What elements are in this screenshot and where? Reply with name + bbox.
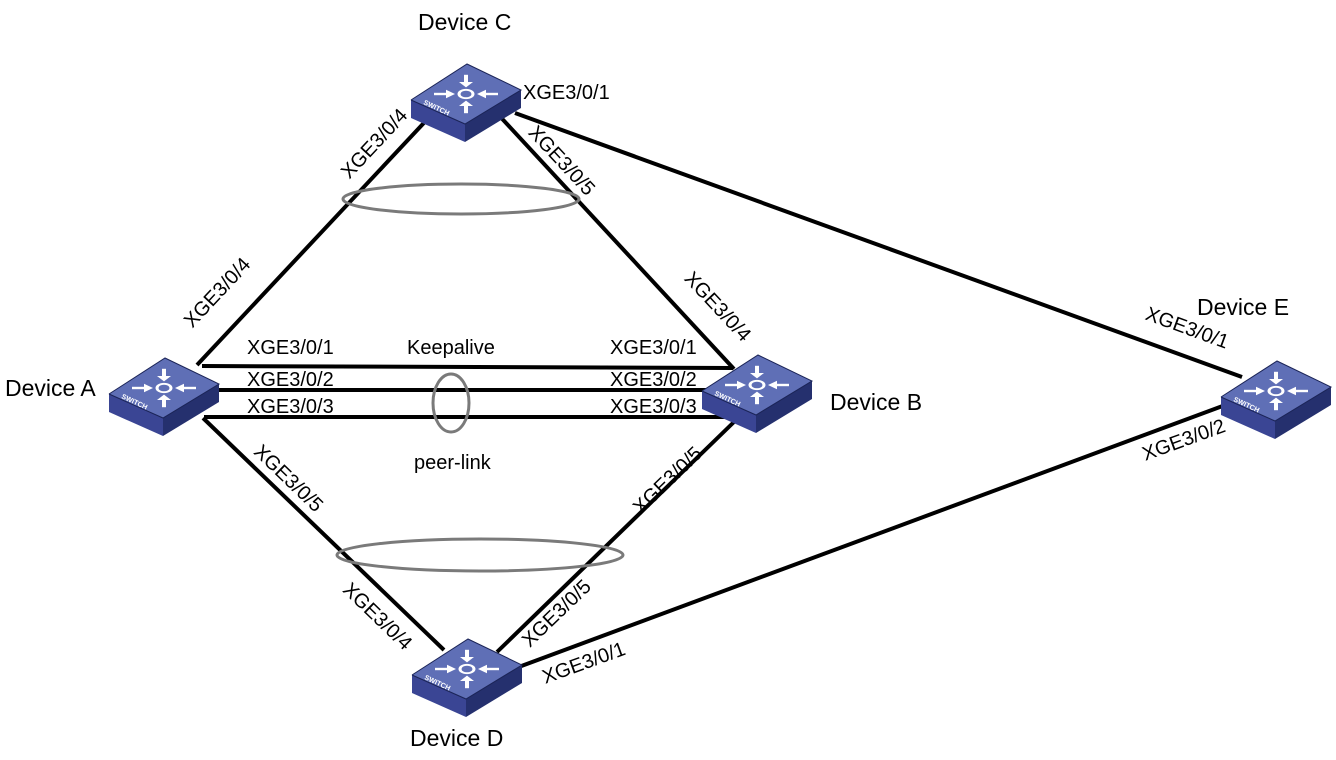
port-label-b-peer-1: XGE3/0/2 (610, 369, 697, 391)
link-d-e[interactable] (515, 402, 1229, 670)
port-label-b-peer-2: XGE3/0/3 (610, 396, 697, 418)
device-e[interactable]: SWITCH (1219, 359, 1333, 441)
links (195, 108, 1243, 670)
link-b-d[interactable] (495, 418, 738, 654)
device-a-name: Device A (5, 375, 96, 401)
port-label-a-peer-2: XGE3/0/3 (247, 396, 334, 418)
device-a[interactable]: SWITCH (107, 356, 221, 438)
port-label-e-to-d: XGE3/0/2 (1139, 415, 1228, 465)
port-label-b-to-c: XGE3/0/4 (680, 268, 755, 346)
device-b[interactable]: SWITCH (700, 353, 814, 435)
link-a-d[interactable] (201, 416, 446, 652)
port-label-c-to-e: XGE3/0/1 (523, 82, 610, 104)
link-keepalive[interactable] (201, 364, 733, 370)
port-label-d-to-e: XGE3/0/1 (539, 638, 628, 688)
port-label-b-keepalive: XGE3/0/1 (610, 337, 697, 359)
link-c-e[interactable] (514, 111, 1243, 379)
device-b-name: Device B (830, 389, 922, 415)
port-label-a-peer-1: XGE3/0/2 (247, 369, 334, 391)
peer-link-ring (431, 372, 471, 434)
port-label-a-keepalive: XGE3/0/1 (247, 337, 334, 359)
device-d[interactable]: SWITCH (410, 637, 524, 719)
port-label-a-to-d: XGE3/0/5 (249, 441, 327, 517)
keepalive-label: Keepalive (407, 337, 495, 359)
peer-link-label: peer-link (414, 452, 492, 474)
device-d-name: Device D (410, 725, 503, 751)
link-a-c[interactable] (195, 108, 438, 367)
port-label-b-to-d: XGE3/0/5 (629, 443, 707, 519)
aggregation-ring-lower (335, 537, 625, 573)
port-label-c-to-a: XGE3/0/4 (337, 105, 412, 183)
port-label-d-to-a: XGE3/0/4 (338, 579, 416, 655)
aggregation-ring-upper (341, 182, 581, 216)
device-e-name: Device E (1197, 294, 1289, 320)
port-label-d-to-b: XGE3/0/5 (518, 576, 596, 652)
port-label-a-to-c: XGE3/0/4 (180, 254, 255, 332)
link-c-b[interactable] (492, 108, 736, 371)
device-c[interactable]: SWITCH (409, 62, 523, 144)
device-c-name: Device C (418, 9, 511, 35)
